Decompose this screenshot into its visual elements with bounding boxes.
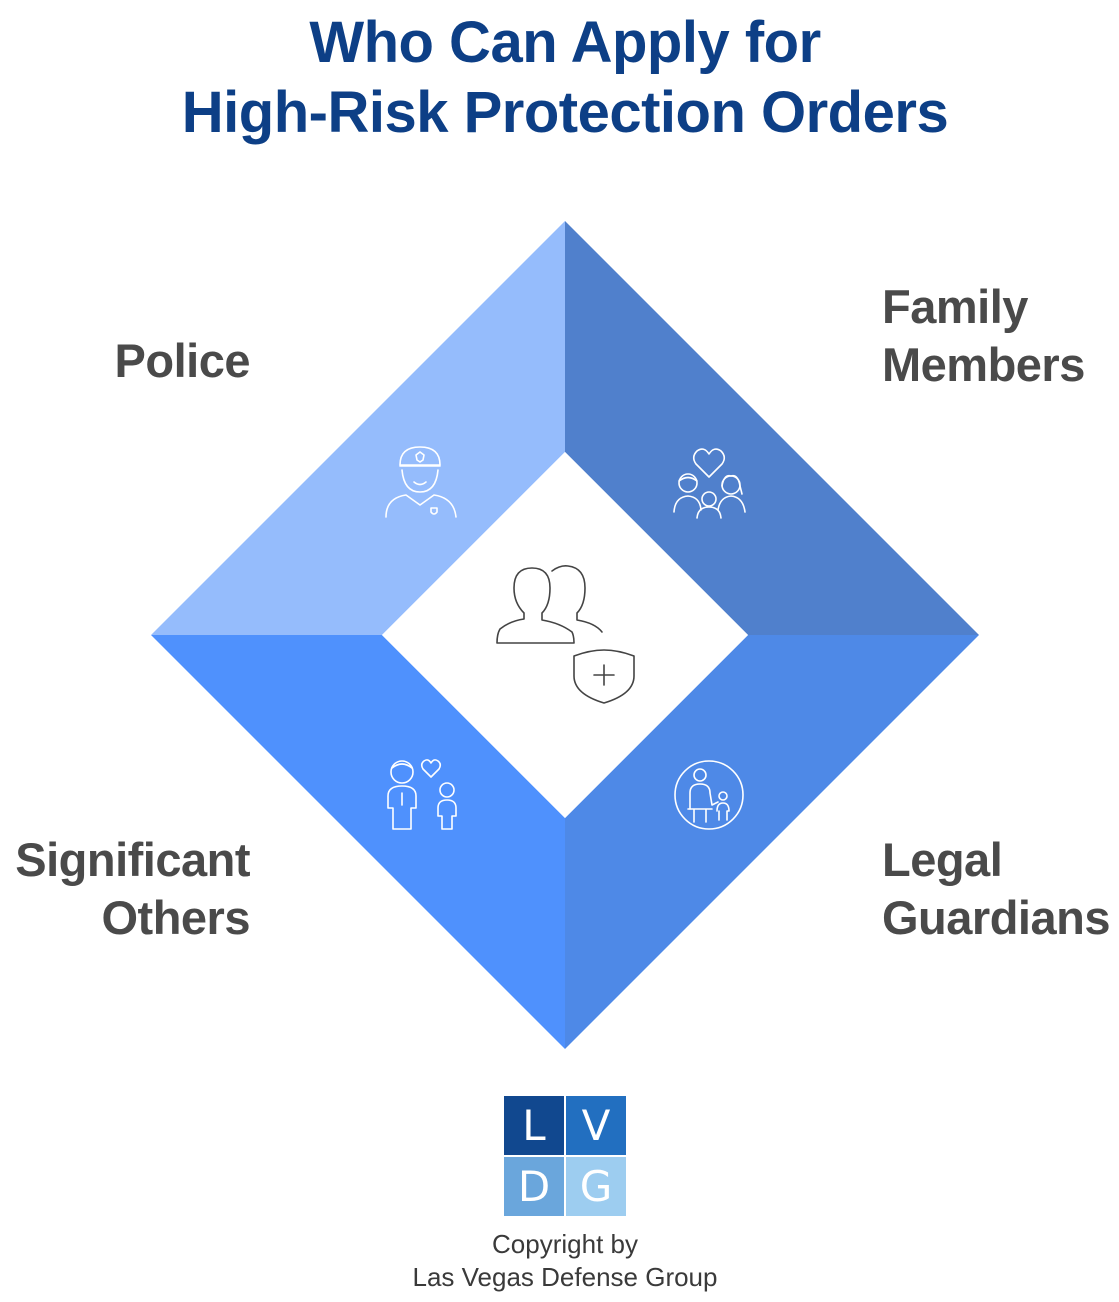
label-guardians-line-2: Guardians: [882, 891, 1110, 944]
label-significant-others: Significant Others: [0, 831, 250, 947]
segment-significant-others: [151, 635, 565, 1049]
title-line-2: High-Risk Protection Orders: [181, 80, 949, 145]
page-title: Who Can Apply for High-Risk Protection O…: [0, 8, 1119, 148]
logo-letter-d: D: [504, 1157, 564, 1216]
copyright-line-1: Copyright by: [492, 1229, 638, 1259]
logo-letter-v: V: [566, 1096, 626, 1155]
logo-letter-l: L: [504, 1096, 564, 1155]
logo-letter-g: G: [566, 1157, 626, 1216]
title-line-1: Who Can Apply for: [309, 10, 821, 75]
segment-family-members: [565, 221, 979, 635]
label-family-line-2: Members: [882, 338, 1085, 391]
people-shield-icon: [496, 565, 635, 704]
family-heart-icon: [673, 448, 746, 519]
label-significant-line-2: Others: [101, 891, 251, 944]
segment-police: [151, 221, 565, 635]
label-police-line-1: Police: [114, 334, 251, 387]
label-significant-line-1: Significant: [15, 833, 250, 886]
label-police: Police: [0, 332, 251, 390]
guardian-child-icon: [674, 760, 744, 830]
copyright-text: Copyright by Las Vegas Defense Group: [0, 1228, 1119, 1294]
segment-legal-guardians: [565, 635, 979, 1049]
copyright-line-2: Las Vegas Defense Group: [412, 1262, 718, 1292]
label-guardians-line-1: Legal: [882, 833, 1003, 886]
label-legal-guardians: Legal Guardians: [882, 831, 1110, 947]
label-family-members: Family Members: [882, 278, 1085, 394]
police-officer-icon: [385, 446, 457, 518]
label-family-line-1: Family: [882, 280, 1028, 333]
center-square: [382, 452, 748, 818]
lvdg-logo: L V D G: [504, 1096, 626, 1216]
couple-heart-icon: [387, 759, 457, 830]
